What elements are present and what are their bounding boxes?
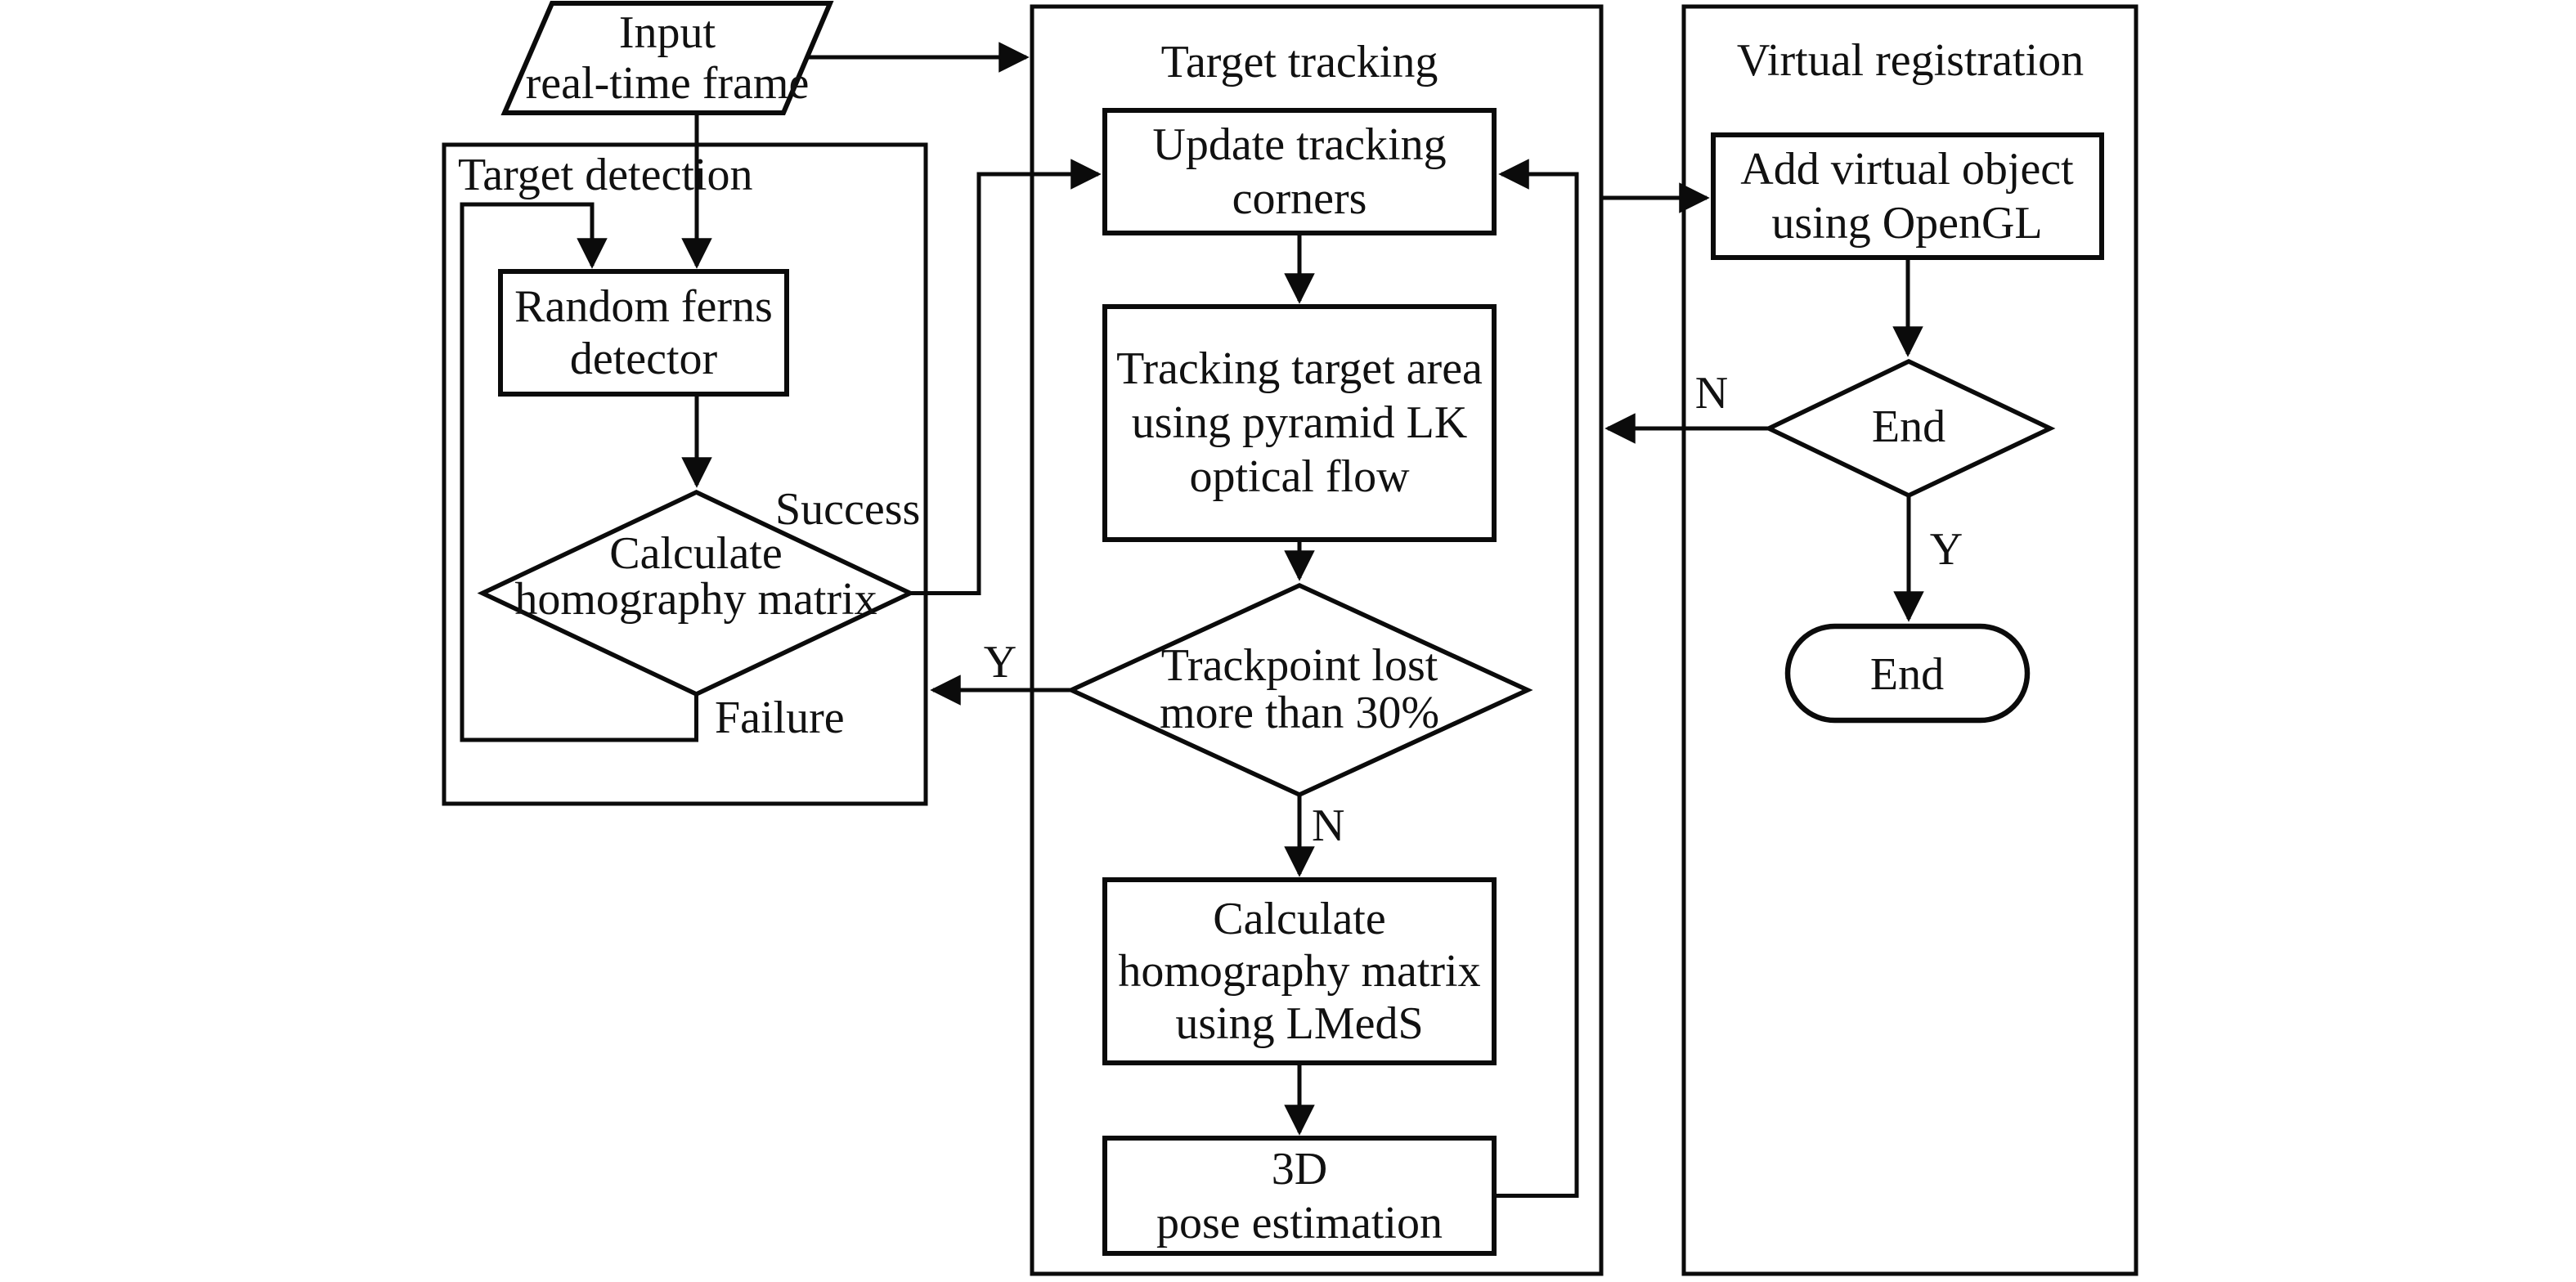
node-input-frame-shape — [500, 0, 834, 115]
container-target-tracking-border — [1030, 4, 1604, 1276]
node-add-virtual-object-line-1: Add virtual object — [1740, 144, 2074, 195]
node-add-virtual-object-line-2: using OpenGL — [1771, 198, 2042, 249]
edge-failure-loop-to-ferns-detector — [460, 202, 698, 742]
container-target-detection: Target detection — [442, 142, 928, 806]
node-update-tracking-corners: Update tracking corners — [1102, 108, 1497, 235]
node-calc-homography-lmeds-line-1: Calculate — [1213, 894, 1385, 944]
container-target-tracking: Target tracking — [1030, 4, 1604, 1276]
node-random-ferns-detector: Random ferns detector — [498, 269, 789, 397]
container-target-tracking-label: Target tracking — [1161, 37, 1438, 87]
node-trackpoint-lost-decision: Trackpoint lost more than 30% — [1066, 582, 1533, 798]
node-add-virtual-object-shape — [1711, 132, 2104, 260]
node-calc-homography-decision-line-2: homography matrix — [514, 574, 877, 625]
node-calc-homography-lmeds-line-3: using LMedS — [1175, 998, 1423, 1049]
node-end-terminator: End — [1784, 623, 2031, 724]
edge-success-to-update-corners — [910, 159, 1102, 595]
node-update-tracking-corners-shape — [1102, 108, 1497, 235]
node-end-terminator-label: End — [1870, 649, 1944, 700]
label-failure: Failure — [715, 693, 845, 743]
node-end-decision-label: End — [1872, 401, 1945, 452]
edge-pose-loop-to-update-corners — [1494, 159, 1579, 1198]
node-3d-pose-estimation-line-1: 3D — [1272, 1144, 1327, 1195]
node-tracking-target-area: Tracking target area using pyramid LK op… — [1102, 304, 1497, 542]
label-end-no: N — [1695, 368, 1728, 419]
node-trackpoint-lost-decision-line-1: Trackpoint lost — [1161, 640, 1438, 691]
node-end-terminator-shape — [1784, 623, 2031, 724]
node-end-decision: End — [1763, 358, 2056, 499]
node-add-virtual-object: Add virtual object using OpenGL — [1711, 132, 2104, 260]
node-calc-homography-decision: Calculate homography matrix — [477, 489, 916, 697]
node-random-ferns-detector-line-1: Random ferns — [514, 281, 773, 332]
node-tracking-target-area-line-1: Tracking target area — [1116, 343, 1483, 394]
node-tracking-target-area-line-2: using pyramid LK — [1132, 397, 1468, 448]
node-calc-homography-lmeds: Calculate homography matrix using LMedS — [1102, 877, 1497, 1065]
node-calc-homography-lmeds-line-2: homography matrix — [1118, 946, 1480, 997]
node-update-tracking-corners-line-1: Update tracking — [1152, 119, 1446, 170]
node-3d-pose-estimation-shape — [1102, 1136, 1497, 1256]
node-input-frame: Input real-time frame — [500, 0, 834, 115]
node-update-tracking-corners-line-2: corners — [1232, 173, 1367, 224]
node-trackpoint-lost-decision-line-2: more than 30% — [1160, 688, 1439, 738]
node-calc-homography-decision-shape — [477, 489, 916, 697]
node-random-ferns-detector-shape — [498, 269, 789, 397]
node-trackpoint-lost-decision-shape — [1066, 582, 1533, 798]
container-virtual-registration-label: Virtual registration — [1737, 35, 2084, 86]
node-input-frame-line-2: real-time frame — [526, 58, 810, 109]
node-3d-pose-estimation-line-2: pose estimation — [1156, 1198, 1443, 1248]
label-trackpoint-no: N — [1312, 800, 1344, 851]
label-end-yes: Y — [1930, 524, 1963, 575]
node-tracking-target-area-shape — [1102, 304, 1497, 542]
node-tracking-target-area-line-3: optical flow — [1189, 451, 1410, 502]
label-success: Success — [775, 484, 920, 535]
container-virtual-registration-border — [1681, 4, 2138, 1276]
container-target-detection-border — [442, 142, 928, 806]
container-virtual-registration: Virtual registration — [1681, 4, 2138, 1276]
label-trackpoint-yes: Y — [984, 637, 1016, 688]
node-calc-homography-decision-line-1: Calculate — [609, 528, 782, 579]
node-3d-pose-estimation: 3D pose estimation — [1102, 1136, 1497, 1256]
node-end-decision-shape — [1763, 358, 2056, 499]
container-target-detection-label: Target detection — [458, 150, 752, 200]
node-random-ferns-detector-line-2: detector — [570, 334, 718, 384]
node-input-frame-line-1: Input — [619, 7, 716, 58]
node-calc-homography-lmeds-shape — [1102, 877, 1497, 1065]
